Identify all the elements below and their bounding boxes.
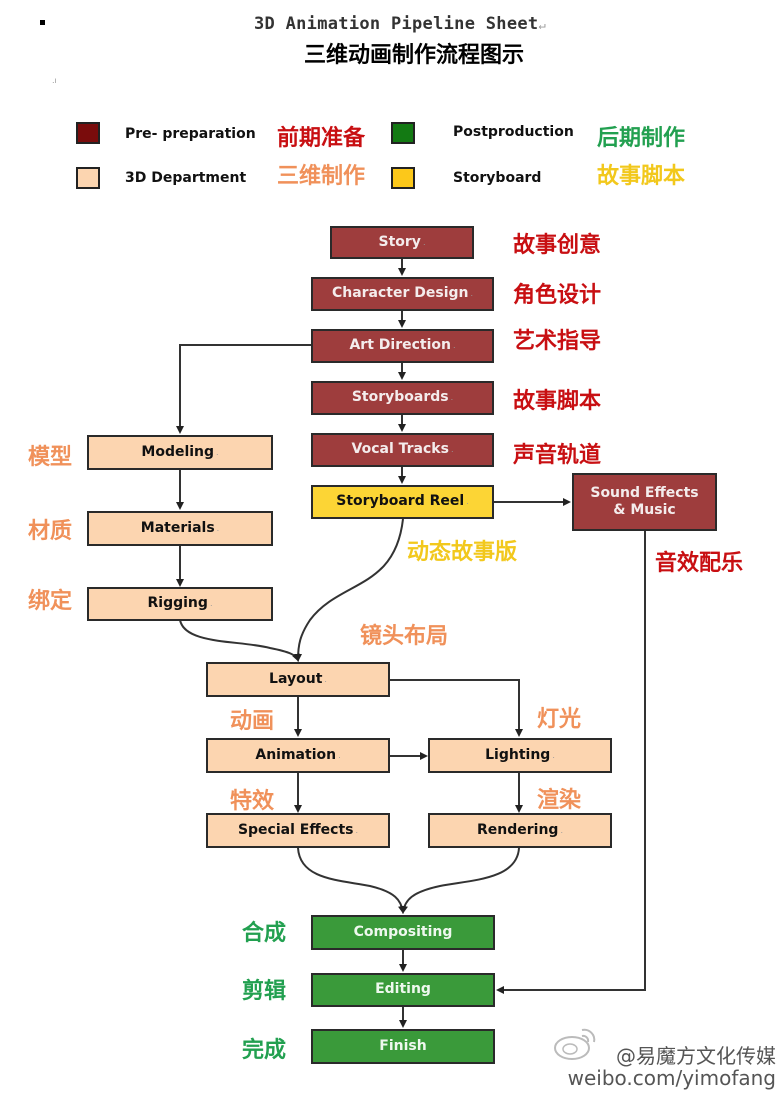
tail-mark: . xyxy=(560,825,563,835)
tail-mark: . xyxy=(450,445,454,454)
cn-vocal-tracks: 声音轨道 xyxy=(513,443,602,468)
node-modeling-label: Modeling xyxy=(141,443,215,460)
node-sound-effects-line2: & Music xyxy=(613,502,676,518)
legend-cn-storyboard: 故事脚本 xyxy=(597,164,686,189)
title-english: 3D Animation Pipeline Sheet↵ xyxy=(0,14,784,34)
cn-materials: 材质 xyxy=(28,519,73,544)
tail-mark: . xyxy=(355,825,359,835)
node-editing[interactable]: Editing xyxy=(311,973,495,1007)
node-finish[interactable]: Finish xyxy=(311,1029,495,1064)
cn-art-direction: 艺术指导 xyxy=(513,329,602,354)
tail-mark: . xyxy=(450,393,454,402)
cn-lighting: 灯光 xyxy=(537,707,582,732)
node-special-effects-label: Special Effects xyxy=(237,821,354,838)
node-compositing-label: Compositing xyxy=(353,923,453,940)
node-character-design[interactable]: Character Design. xyxy=(311,277,494,311)
tail-mark: . xyxy=(466,497,469,506)
node-animation-label: Animation xyxy=(255,746,337,763)
node-storyboard-reel[interactable]: Storyboard Reel. xyxy=(311,485,494,519)
node-modeling[interactable]: Modeling. xyxy=(87,435,273,470)
legend-swatch-postproduction xyxy=(391,122,415,144)
node-lighting-label: Lighting xyxy=(485,746,551,763)
cn-sound-effects-music: 音效配乐 xyxy=(655,551,744,576)
node-compositing[interactable]: Compositing xyxy=(311,915,495,950)
title-english-text: 3D Animation Pipeline Sheet xyxy=(254,14,539,34)
legend-cn-3d-department: 三维制作 xyxy=(277,164,366,189)
node-rendering[interactable]: Rendering. xyxy=(428,813,612,848)
legend-label-pre-preparation: Pre- preparation xyxy=(125,126,256,142)
node-storyboards[interactable]: Storyboards. xyxy=(311,381,494,415)
node-rigging[interactable]: Rigging. xyxy=(87,587,273,621)
watermark-handle: @易魔方文化传媒 xyxy=(616,1044,776,1068)
node-materials-label: Materials xyxy=(140,519,215,536)
node-sound-effects-line1: Sound Effects xyxy=(590,484,699,501)
tail-mark: . xyxy=(452,341,456,350)
node-storyboards-label: Storyboards xyxy=(351,389,449,406)
node-sound-effects-music[interactable]: Sound Effects& Music xyxy=(572,473,717,531)
title-chinese: 三维动画制作流程图示 xyxy=(303,43,524,68)
legend-cn-pre-preparation: 前期准备 xyxy=(277,126,366,151)
edge-rigging-layout xyxy=(179,619,300,662)
edge-rendering-compositing xyxy=(400,847,520,914)
node-editing-label: Editing xyxy=(375,981,431,998)
cn-animation: 动画 xyxy=(230,709,275,734)
legend-label-storyboard: Storyboard xyxy=(453,170,542,186)
node-vocal-tracks-label: Vocal Tracks xyxy=(351,441,449,458)
node-story[interactable]: Story. xyxy=(330,226,474,259)
node-layout[interactable]: Layout. xyxy=(206,662,390,697)
cn-rigging: 绑定 xyxy=(28,589,73,614)
tail-mark: . xyxy=(422,237,426,247)
node-story-label: Story xyxy=(378,233,421,250)
edge-sfx-compositing xyxy=(297,847,406,914)
cn-storyboard-reel: 动态故事版 xyxy=(407,540,518,565)
tail-mark: . xyxy=(324,674,327,684)
return-mark: ↵ xyxy=(538,18,546,32)
weibo-logo-icon xyxy=(554,1028,596,1060)
node-storyboard-reel-label: Storyboard Reel xyxy=(336,493,465,510)
cn-compositing: 合成 xyxy=(242,921,287,946)
cn-special-effects: 特效 xyxy=(230,789,275,814)
node-lighting[interactable]: Lighting. xyxy=(428,738,612,773)
cn-story: 故事创意 xyxy=(513,233,602,258)
cn-modeling: 模型 xyxy=(28,445,73,470)
edge-layout-lighting xyxy=(389,679,523,737)
legend-cn-postproduction: 后期制作 xyxy=(597,126,686,151)
node-finish-label: Finish xyxy=(379,1037,427,1054)
tail-mark: . xyxy=(552,750,555,760)
node-character-design-label: Character Design xyxy=(331,285,469,302)
legend-swatch-pre-preparation xyxy=(76,122,100,144)
legend-swatch-storyboard xyxy=(391,167,415,189)
cn-editing: 剪辑 xyxy=(242,979,287,1004)
legend-swatch-3d-department xyxy=(76,167,100,189)
node-animation[interactable]: Animation. xyxy=(206,738,390,773)
cn-rendering: 渲染 xyxy=(537,788,582,813)
node-vocal-tracks[interactable]: Vocal Tracks. xyxy=(311,433,494,467)
edge-art-modeling xyxy=(176,344,311,434)
node-rendering-label: Rendering xyxy=(477,821,559,838)
node-rigging-label: Rigging xyxy=(147,595,208,612)
tail-mark: . xyxy=(216,523,220,533)
cn-layout: 镜头布局 xyxy=(360,624,449,649)
node-art-direction[interactable]: Art Direction. xyxy=(311,329,494,363)
cn-character-design: 角色设计 xyxy=(513,283,602,308)
node-layout-label: Layout xyxy=(269,670,323,687)
paragraph-mark: .ı xyxy=(52,76,57,85)
node-art-direction-label: Art Direction xyxy=(349,337,451,354)
tail-mark: . xyxy=(338,750,341,760)
tail-mark: . xyxy=(216,447,219,457)
legend-label-postproduction: Postproduction xyxy=(453,124,574,140)
cn-storyboards: 故事脚本 xyxy=(513,389,602,414)
node-special-effects[interactable]: Special Effects. xyxy=(206,813,390,848)
watermark-url: weibo.com/yimofang xyxy=(567,1066,776,1090)
tail-mark: . xyxy=(470,289,474,298)
cn-finish: 完成 xyxy=(242,1038,287,1063)
legend-label-3d-department: 3D Department xyxy=(125,170,247,186)
node-materials[interactable]: Materials. xyxy=(87,511,273,546)
bullet-mark xyxy=(40,20,45,25)
tail-mark: . xyxy=(209,599,213,608)
